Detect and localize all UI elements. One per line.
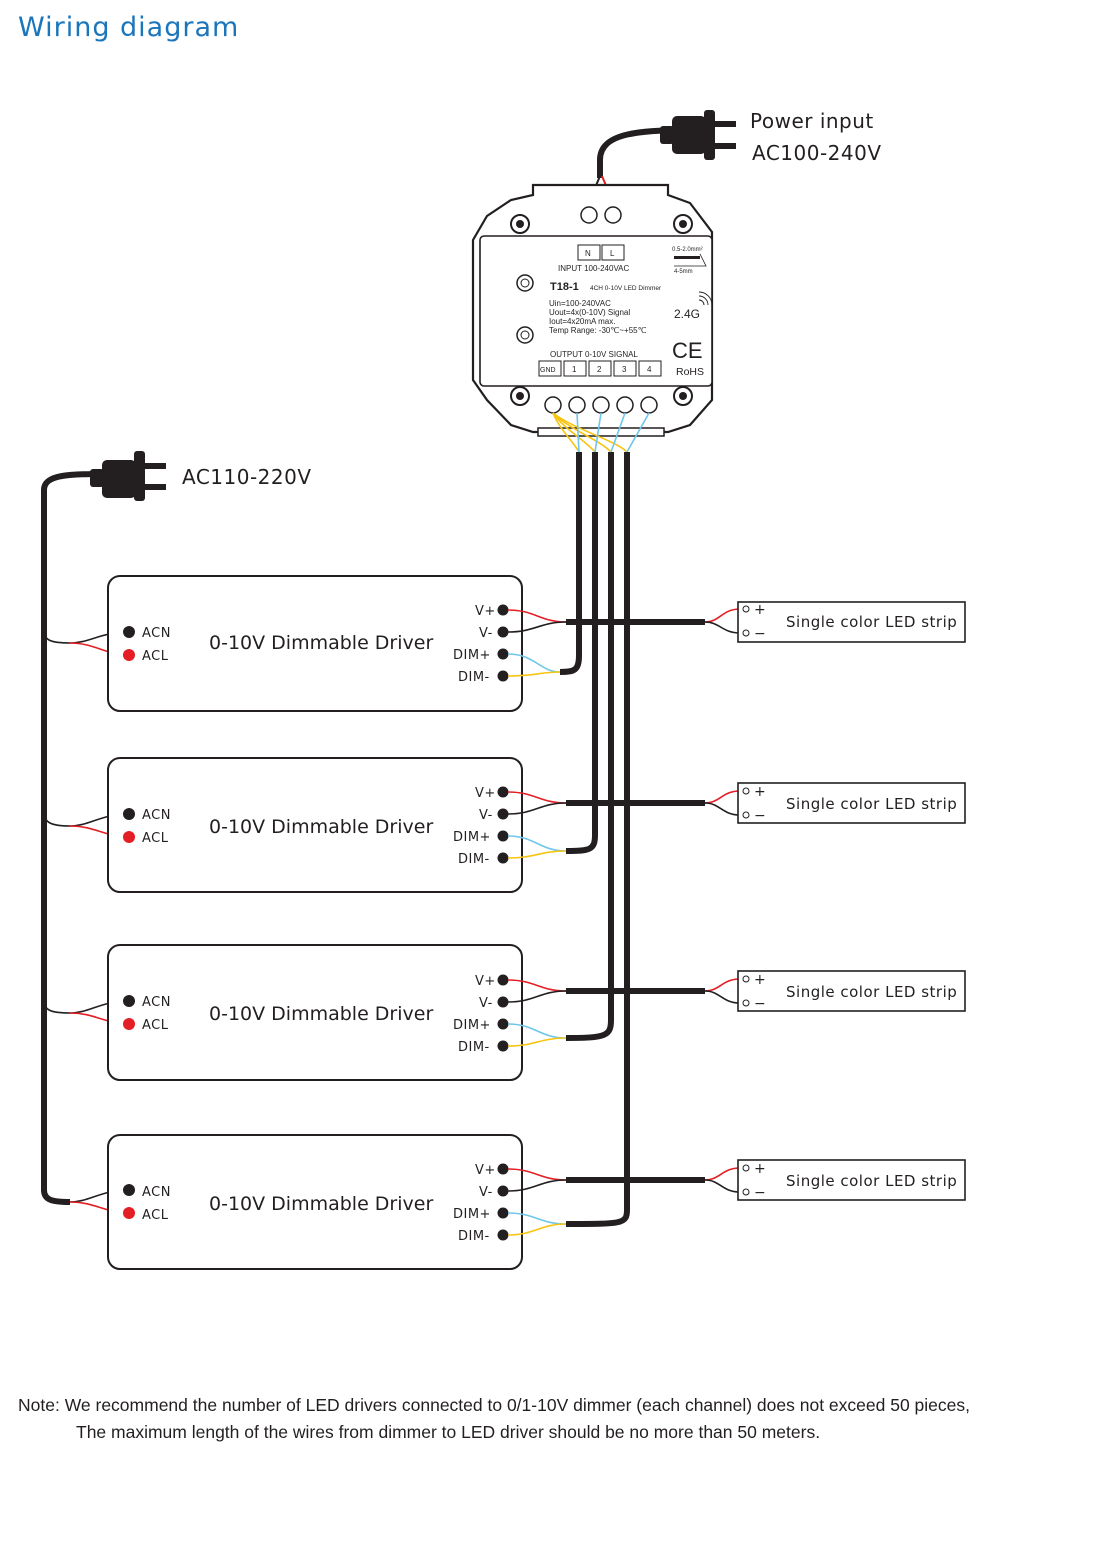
driver-4-vminus: V- [479, 1185, 493, 1200]
dimmer-spec-uin: Uin=100-240VAC [549, 299, 611, 308]
driver-4-label: 0-10V Dimmable Driver [209, 1193, 433, 1215]
led-strip-4-minus: − [754, 1185, 766, 1201]
driver-2-dimplus: DIM+ [453, 830, 491, 845]
dimmer-frequency: 2.4G [674, 307, 700, 321]
dimmer-spec-temp: Temp Range: -30℃~+55℃ [549, 326, 647, 335]
rohs-mark: RoHS [676, 366, 704, 378]
note-label: Note: [18, 1395, 60, 1415]
terminal-1: 1 [572, 365, 577, 374]
led-strip-4: + − Single color LED strip [737, 1159, 966, 1201]
terminal-3: 3 [622, 365, 627, 374]
driver-4-acn: ACN [142, 1185, 171, 1200]
driver-2-vplus: V+ [475, 786, 496, 801]
power-plug-top [597, 110, 736, 178]
dimmer-model-desc: 4CH 0-10V LED Dimmer [590, 285, 662, 292]
dimmer-input: INPUT 100-240VAC [558, 264, 630, 273]
led-strip-4-plus: + [754, 1161, 766, 1177]
driver-3-label: 0-10V Dimmable Driver [209, 1003, 433, 1025]
driver-1-acn: ACN [142, 626, 171, 641]
led-strip-2: + − Single color LED strip [737, 782, 966, 824]
led-strip-3-minus: − [754, 996, 766, 1012]
driver-1-vminus: V- [479, 626, 493, 641]
driver-4-dimminus: DIM- [458, 1229, 490, 1244]
driver-3-dimplus: DIM+ [453, 1018, 491, 1033]
note: Note: We recommend the number of LED dri… [18, 1392, 1113, 1446]
led-strip-3-label: Single color LED strip [786, 983, 957, 1001]
driver-3-acn: ACN [142, 995, 171, 1010]
wireless-icon [698, 291, 713, 306]
wire-spec-bottom: 4-5mm [674, 269, 693, 275]
terminal-n: N [585, 249, 591, 258]
led-strip-3-plus: + [754, 972, 766, 988]
dimmer-spec-uout: Uout=4x(0-10V) Signal [549, 308, 630, 317]
note-line-2: The maximum length of the wires from dim… [76, 1422, 821, 1442]
terminal-gnd: GND [540, 367, 556, 374]
led-strip-2-minus: − [754, 808, 766, 824]
driver-2-acl: ACL [142, 831, 169, 846]
driver-4-vplus: V+ [475, 1163, 496, 1178]
power-input-label: Power input [750, 109, 874, 133]
led-strip-2-plus: + [754, 784, 766, 800]
driver-1-dimminus: DIM- [458, 670, 490, 685]
led-strip-1-label: Single color LED strip [786, 613, 957, 631]
led-strip-4-label: Single color LED strip [786, 1172, 957, 1190]
dimmer-module: N L INPUT 100-240VAC 0.5-2.0mm² 4-5mm T1… [471, 183, 714, 437]
ce-mark: CE [672, 338, 703, 363]
terminal-2: 2 [597, 365, 602, 374]
driver-2: ACN ACL 0-10V Dimmable Driver V+ V- DIM+… [43, 757, 741, 893]
driver-1-vplus: V+ [475, 604, 496, 619]
driver-2-vminus: V- [479, 808, 493, 823]
dimmer-output: OUTPUT 0-10V SIGNAL [550, 350, 638, 359]
note-line-1: We recommend the number of LED drivers c… [64, 1395, 971, 1415]
terminal-4: 4 [647, 365, 652, 374]
driver-1-label: 0-10V Dimmable Driver [209, 632, 433, 654]
ac-input-label: AC110-220V [182, 465, 312, 489]
driver-3-vminus: V- [479, 996, 493, 1011]
dimmer-output-leads [552, 412, 650, 453]
signal-cables [559, 452, 630, 1227]
driver-2-label: 0-10V Dimmable Driver [209, 816, 433, 838]
driver-3-vplus: V+ [475, 974, 496, 989]
page-title: Wiring diagram [18, 12, 240, 43]
driver-4-dimplus: DIM+ [453, 1207, 491, 1222]
driver-2-acn: ACN [142, 808, 171, 823]
led-strip-1-plus: + [754, 602, 766, 618]
driver-1: ACN ACL 0-10V Dimmable Driver V+ V- DIM+… [43, 575, 741, 712]
driver-1-acl: ACL [142, 649, 169, 664]
driver-2-dimminus: DIM- [458, 852, 490, 867]
dimmer-model: T18-1 [550, 281, 579, 293]
driver-4: ACN ACL 0-10V Dimmable Driver V+ V- DIM+… [69, 1134, 741, 1270]
power-plug-left [41, 451, 166, 1205]
led-strip-1-minus: − [754, 626, 766, 642]
wire-spec-top: 0.5-2.0mm² [672, 247, 703, 253]
driver-3: ACN ACL 0-10V Dimmable Driver V+ V- DIM+… [43, 944, 741, 1081]
driver-4-acl: ACL [142, 1208, 169, 1223]
led-strip-3: + − Single color LED strip [737, 970, 966, 1012]
dimmer-spec-iout: Iout=4x20mA max. [549, 317, 615, 326]
driver-3-acl: ACL [142, 1018, 169, 1033]
led-strip-1: + − Single color LED strip [737, 601, 966, 643]
led-strip-2-label: Single color LED strip [786, 795, 957, 813]
terminal-l: L [610, 249, 615, 258]
driver-1-dimplus: DIM+ [453, 648, 491, 663]
driver-3-dimminus: DIM- [458, 1040, 490, 1055]
power-input-voltage: AC100-240V [752, 141, 882, 165]
